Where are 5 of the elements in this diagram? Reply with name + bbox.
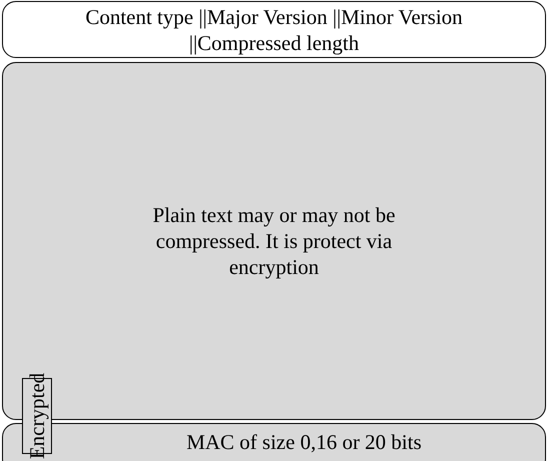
box-text: Content type ||Major Version ||Minor Version ||Compressed length xyxy=(84,4,464,56)
box-text: MAC of size 0,16 or 20 bits xyxy=(186,429,422,455)
box-text: Plain text may or may not be compressed. It is protect via encryption xyxy=(152,202,396,280)
header-box xyxy=(2,1,546,58)
vertical-label: Encrypted xyxy=(24,372,50,460)
